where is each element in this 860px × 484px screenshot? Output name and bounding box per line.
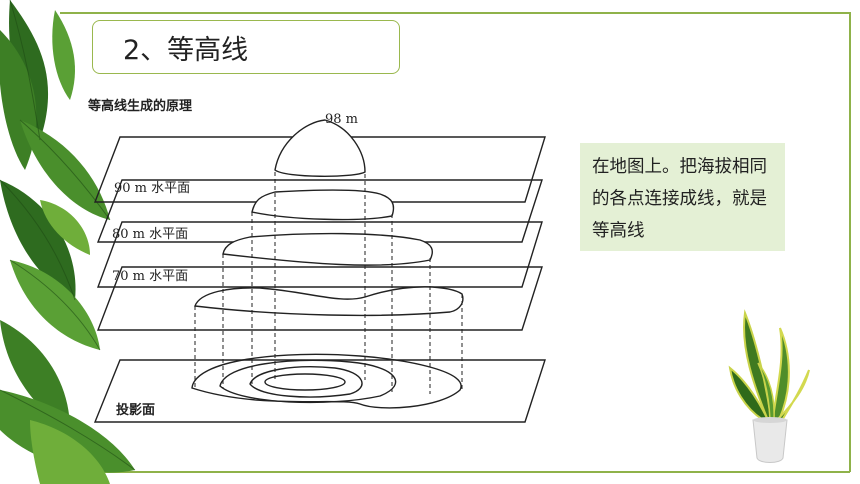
diagram-heading: 等高线生成的原理 [87, 98, 192, 114]
definition-text: 在地图上。把海拔相同的各点连接成线，就是等高线 [592, 157, 767, 241]
plane-label-90: 90 m 水平面 [114, 181, 190, 196]
plane-70 [96, 221, 543, 288]
slide-title-box: 2、等高线 [92, 20, 400, 74]
peak-shape [274, 119, 366, 177]
plane-60 [96, 266, 543, 331]
frame-bottom-line [70, 471, 850, 473]
frame-top-line [60, 12, 850, 14]
plane-90 [93, 136, 546, 203]
plane-80 [96, 179, 543, 243]
definition-text-box: 在地图上。把海拔相同的各点连接成线，就是等高线 [580, 143, 785, 251]
plant-pot [752, 419, 788, 463]
slide-title: 2、等高线 [123, 34, 249, 66]
projection-plane [93, 359, 546, 423]
potted-snake-plant [728, 309, 810, 463]
projection-label: 投影面 [116, 402, 155, 418]
plane-label-80: 80 m 水平面 [112, 227, 188, 242]
peak-label: 98 m [325, 112, 358, 127]
contour-principle-diagram: 等高线生成的原理 98 m 90 m 水平面 80 m 水平面 70 m 水平面… [87, 98, 546, 423]
left-foliage [0, 0, 136, 484]
frame-right-line [849, 12, 851, 472]
plane-label-70: 70 m 水平面 [112, 269, 188, 284]
